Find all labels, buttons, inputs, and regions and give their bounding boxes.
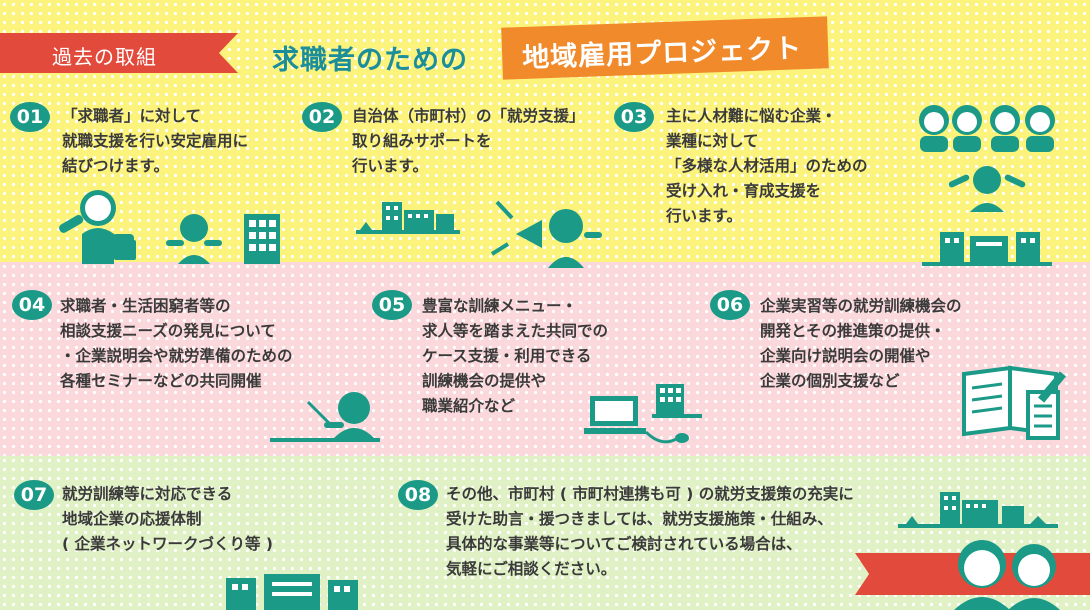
- item-number-badge: 03: [614, 102, 654, 132]
- seminar-presenter-icon: [270, 392, 380, 442]
- item-text: 求職者・生活困窮者等の 相談支援ニーズの発見について ・企業説明会や就労準備のた…: [60, 297, 293, 390]
- past-efforts-ribbon: 過去の取組: [0, 33, 238, 73]
- item-number-badge: 06: [710, 290, 750, 320]
- item-number-badge: 05: [372, 290, 412, 320]
- document-pencil-icon: [962, 365, 1066, 440]
- company-building-icon: [226, 574, 358, 610]
- title-box-label: 地域雇用プロジェクト: [521, 33, 803, 74]
- item-number-badge: 08: [398, 480, 438, 510]
- item-number-badge: 04: [12, 290, 52, 320]
- computer-office-icon: [584, 384, 702, 444]
- section-band-pink: [0, 262, 1090, 456]
- item-text: 就労訓練等に対応できる 地域企業の応援体制 ( 企業ネットワークづくり等 ): [62, 485, 273, 553]
- ribbon-label: 過去の取組: [52, 45, 157, 69]
- diverse-workers-company-icon: [919, 105, 1055, 266]
- item-number-badge: 02: [302, 102, 342, 132]
- item-text: 企業実習等の就労訓練機会の 開発とその推進策の提供・ 企業向け説明会の開催や 企…: [760, 297, 962, 390]
- item-text: 豊富な訓練メニュー・ 求人等を踏まえた共同での ケース支援・利用できる 訓練機会…: [422, 297, 609, 415]
- item-number-badge: 07: [14, 480, 54, 510]
- item-number-badge: 01: [10, 102, 50, 132]
- town-megaphone-icon: [356, 200, 602, 268]
- job-seeker-handshake-icon: [59, 190, 280, 264]
- page-title: 求職者のための: [272, 45, 468, 76]
- item-text: 「求職者」に対して 就職支援を行い安定雇用に 結びつけます。: [62, 107, 249, 175]
- item-text: 主に人材難に悩む企業・ 業種に対して 「多様な人材活用」のための 受け入れ・育成…: [666, 107, 868, 225]
- community-people-icon: [898, 492, 1060, 610]
- item-text: その他、市町村 ( 市町村連携も可 ) の就労支援策の充実に 受けた助言・援つき…: [446, 485, 854, 578]
- item-text: 自治体（市町村）の「就労支援」 取り組みサポートを 行います。: [352, 107, 585, 175]
